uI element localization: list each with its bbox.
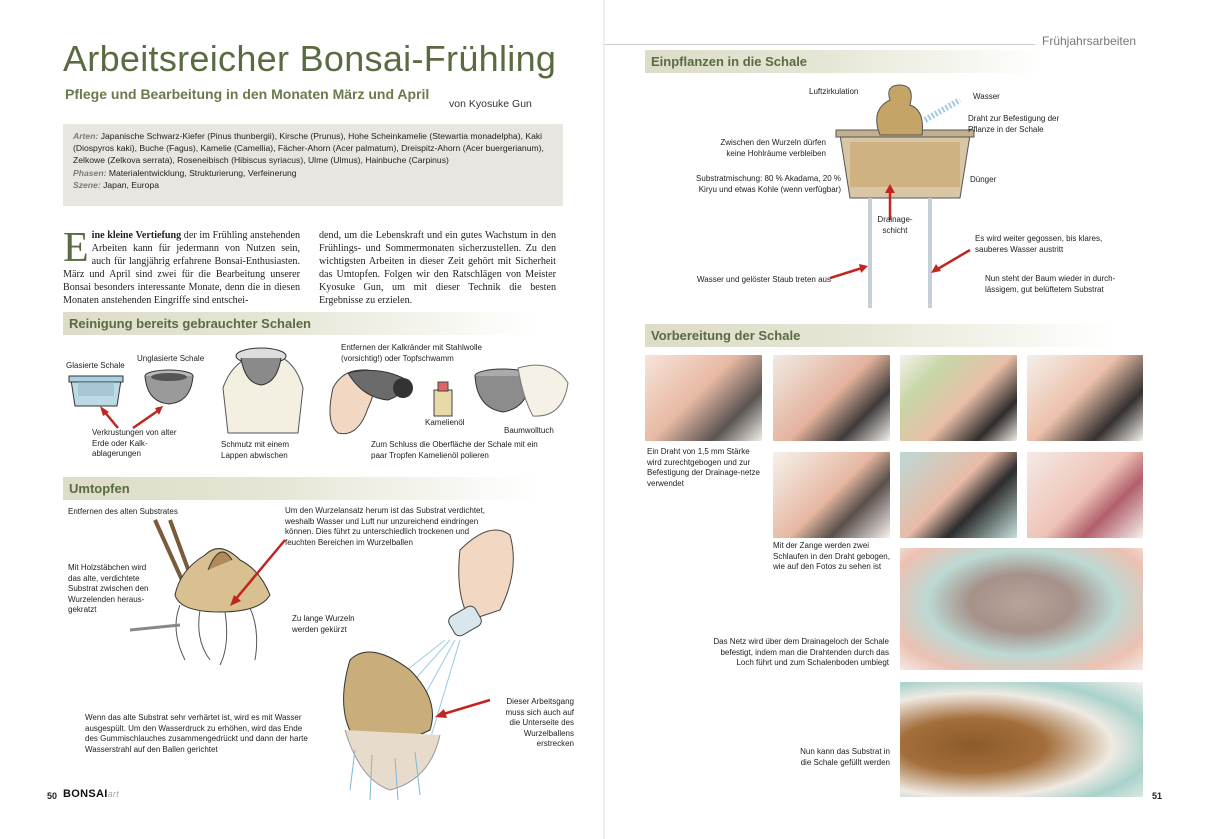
steel-wool-drawing <box>329 369 413 435</box>
label-verhaertet: Wenn das alte Substrat sehr verhärtet is… <box>85 713 308 754</box>
page-number-right: 51 <box>1152 791 1163 801</box>
section-einpflanzen: Einpflanzen in die Schale <box>645 50 1045 73</box>
section-tag: Frühjahrsarbeiten <box>1042 34 1137 48</box>
label-luftzirkulation: Luftzirkulation <box>809 87 859 96</box>
label-substrat-fuellen: Nun kann das Substrat in die Schale gefü… <box>800 747 890 767</box>
label-glasierte-schale: Glasierte Schale <box>66 361 125 370</box>
photo-schlaufen-1 <box>773 452 890 538</box>
cloth-wiping-drawing <box>222 347 304 434</box>
label-schluss: Zum Schluss die Oberfläche der Schale mi… <box>371 440 538 460</box>
section-vorbereitung: Vorbereitung der Schale <box>645 324 1115 347</box>
label-substratmischung: Substratmischung: 80 % Akadama, 20 % Kir… <box>696 174 841 194</box>
arten-label: Arten: <box>73 131 99 141</box>
label-zange: Mit der Zange werden zwei Schlaufen in d… <box>773 541 890 571</box>
brand-name: BONSAI <box>63 788 108 800</box>
article-subtitle: Pflege und Bearbeitung in den Monaten Mä… <box>65 86 430 102</box>
arten-text: Japanische Schwarz-Kiefer (Pinus thunber… <box>73 131 544 166</box>
label-baum-wieder: Nun steht der Baum wieder in durch-lässi… <box>985 274 1116 294</box>
label-schmutz: Schmutz mit einem Lappen abwischen <box>221 440 290 460</box>
page-gutter <box>603 0 605 839</box>
label-wurzelansatz: Um den Wurzelansatz herum ist das Substr… <box>285 506 485 547</box>
photo-schlaufen-3 <box>1027 452 1143 538</box>
intro-lead: ine kleine Vertiefung <box>91 230 182 241</box>
umtopfen-illustration <box>129 519 514 801</box>
label-wasser-staub: Wasser und gelöster Staub treten aus <box>697 275 831 284</box>
phasen-text: Materialentwicklung, Strukturierung, Ver… <box>108 167 297 178</box>
label-draht-15: Ein Draht von 1,5 mm Stärke wird zurecht… <box>647 447 760 488</box>
oil-bottle-drawing <box>433 381 453 417</box>
label-netz: Das Netz wird über dem Drainageloch der … <box>713 637 889 667</box>
hand-hose-drawing <box>448 529 514 637</box>
photo-draht-3 <box>900 355 1017 441</box>
cotton-cloth-drawing <box>474 364 569 417</box>
photo-substrat-fuellen <box>900 682 1143 797</box>
einpflanzen-illustration <box>830 84 975 308</box>
page-number-left: 50 <box>47 791 58 801</box>
intro-column-2: dend, um die Lebenskraft und ein gutes W… <box>319 230 556 306</box>
brand-suffix: art <box>107 789 119 799</box>
photo-netz-befestigen <box>900 548 1143 670</box>
species-infobox: Arten: Japanische Schwarz-Kiefer (Pinus … <box>63 124 563 206</box>
brand-logo: BONSAIart <box>63 788 119 800</box>
reinigung-illustration <box>68 347 569 435</box>
glazed-pot-drawing <box>68 375 124 407</box>
article-title: Arbeitsreicher Bonsai-Frühling <box>63 38 557 79</box>
article-author: von Kyosuke Gun <box>449 98 532 110</box>
label-kalkraender: Entfernen der Kalkränder mit Stahlwolle … <box>341 343 482 363</box>
szene-label: Szene: <box>73 179 101 190</box>
szene-text: Japan, Europa <box>103 179 159 190</box>
section-tag-rule <box>605 44 1035 45</box>
label-unglasierte-schale: Unglasierte Schale <box>137 354 205 363</box>
photo-schlaufen-2 <box>900 452 1017 538</box>
inverted-tree-drawing <box>343 651 441 801</box>
drop-cap: E <box>63 225 89 271</box>
label-duenger: Dünger <box>970 175 997 184</box>
section-reinigung: Reinigung bereits gebrauchter Schalen <box>63 312 538 335</box>
label-hohlraeume: Zwischen den Wurzeln dürfen keine Hohlrä… <box>720 138 826 158</box>
section-umtopfen: Umtopfen <box>63 477 538 500</box>
label-draht-befestigung: Draht zur Befestigung der Pflanze in der… <box>968 114 1060 134</box>
label-kamelienoel: Kamelienöl <box>425 418 465 427</box>
phasen-label: Phasen: <box>73 167 107 178</box>
photo-draht-4 <box>1027 355 1143 441</box>
label-arbeitsgang: Dieser Arbeitsgang muss sich auch auf di… <box>505 697 574 748</box>
label-baumwolltuch: Baumwolltuch <box>504 426 554 435</box>
label-wasser: Wasser <box>973 92 1000 101</box>
rootball-drawing <box>174 548 271 666</box>
unglazed-pot-drawing <box>144 369 194 405</box>
label-verkrustungen: Verkrustungen von alter Erde oder Kalk-a… <box>92 428 177 458</box>
intro-col1-text: der im Frühling anstehenden Arbeiten kan… <box>63 230 301 306</box>
label-drainageschicht: Drainage-schicht <box>877 215 913 235</box>
label-zu-lange-wurzeln: Zu lange Wurzeln werden gekürzt <box>292 614 355 634</box>
label-entfernen-substrat: Entfernen des alten Substrates <box>68 507 178 516</box>
label-weiter-gegossen: Es wird weiter gegossen, bis klares, sau… <box>975 234 1103 254</box>
photo-draht-1 <box>645 355 762 441</box>
label-holzstaebchen: Mit Holzstäbchen wird das alte, verdicht… <box>68 563 149 614</box>
photo-draht-2 <box>773 355 890 441</box>
